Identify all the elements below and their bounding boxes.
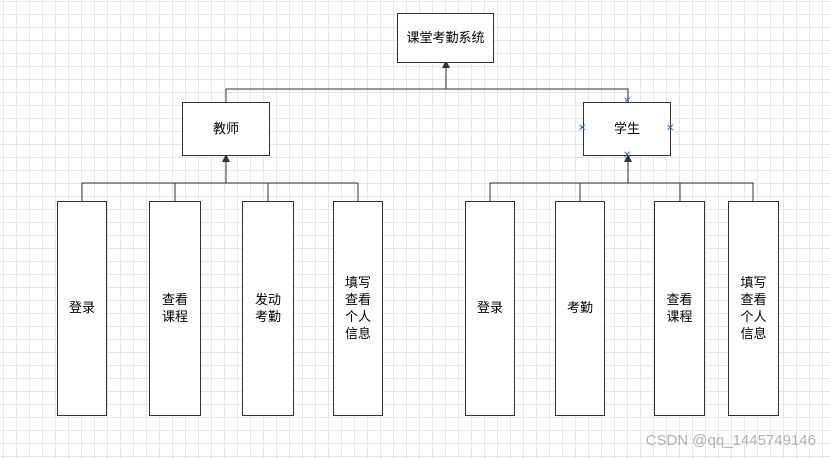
edge-teacher-children [81,158,359,201]
edge-branches-to-root [225,64,629,102]
selection-handle-icon[interactable]: ✕ [578,123,587,134]
selection-handle-icon[interactable]: ✕ [666,123,675,134]
selection-handle-icon[interactable]: ✕ [623,150,632,161]
selection-handle-icon[interactable]: ✕ [623,96,632,107]
student-child-attendance[interactable]: 考勤 [555,201,605,416]
node-label: 填写查看个人信息 [344,275,371,342]
teacher-child-login[interactable]: 登录 [57,201,107,416]
teacher-child-view-courses[interactable]: 查看课程 [149,201,201,416]
root-label: 课堂考勤系统 [406,30,485,46]
node-label: 查看课程 [666,292,693,325]
node-label: 发动考勤 [254,292,281,325]
edge-student-children [489,158,754,201]
student-label: 学生 [613,121,640,137]
watermark-text: CSDN @qq_1445749146 [645,432,816,449]
node-label: 登录 [476,301,503,316]
student-child-view-courses[interactable]: 查看课程 [654,201,705,416]
student-child-personal-info[interactable]: 填写查看个人信息 [728,201,779,416]
teacher-child-personal-info[interactable]: 填写查看个人信息 [333,201,383,416]
teacher-label: 教师 [212,121,239,137]
teacher-child-start-attendance[interactable]: 发动考勤 [242,201,294,416]
root-node[interactable]: 课堂考勤系统 [397,13,494,63]
student-child-login[interactable]: 登录 [465,201,515,416]
teacher-node[interactable]: 教师 [182,102,270,156]
student-node[interactable]: 学生 [583,102,671,156]
node-label: 查看课程 [161,292,188,325]
node-label: 登录 [68,301,95,316]
node-label: 考勤 [566,301,593,316]
node-label: 填写查看个人信息 [740,275,767,342]
